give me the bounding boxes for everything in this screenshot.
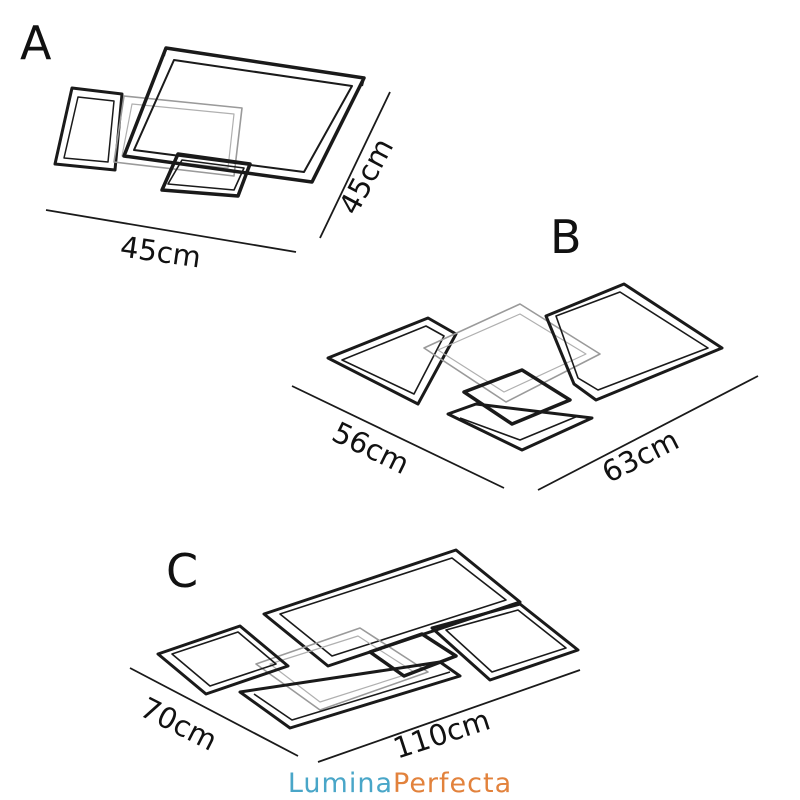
lamp-b-frame-front [462, 368, 572, 426]
lamp-c-frame-right [430, 602, 580, 682]
dimension-line-c-depth [317, 669, 581, 763]
lamp-a-frame-left [53, 86, 124, 172]
lamp-b-frame-lower [446, 402, 594, 452]
dimension-line-c-width [129, 667, 299, 757]
brand-name-part1: Lumina [287, 768, 393, 799]
lamp-b-frame-left [326, 316, 458, 406]
dimension-line-a-depth [319, 91, 391, 239]
lamp-drawing-c [129, 548, 581, 763]
lamp-drawing-a [45, 46, 391, 253]
lamp-c-frame-back [262, 548, 522, 668]
lamp-c-frame-front-long [238, 660, 462, 730]
brand-name-part2: Perfecta [393, 768, 513, 799]
variant-letter-c: C [166, 544, 199, 598]
lamp-a-frame-middle [113, 95, 243, 177]
dimension-line-b-depth [537, 375, 759, 491]
dimension-line-a-width [45, 209, 297, 253]
dimension-line-b-width [291, 385, 505, 489]
lamp-c-frame-left [156, 624, 290, 696]
lamp-b-frame-right [544, 282, 724, 402]
variant-letter-b: B [550, 210, 582, 264]
brand-logo: LuminaPerfecta [0, 768, 800, 799]
lamp-a-frame-large [122, 46, 366, 184]
lamp-drawing-b [291, 282, 759, 491]
variant-letter-a: A [20, 16, 52, 70]
lamp-b-frame-middle [423, 303, 601, 403]
lamp-a-frame-front [160, 152, 252, 198]
lamp-c-frame-middle [255, 627, 429, 711]
